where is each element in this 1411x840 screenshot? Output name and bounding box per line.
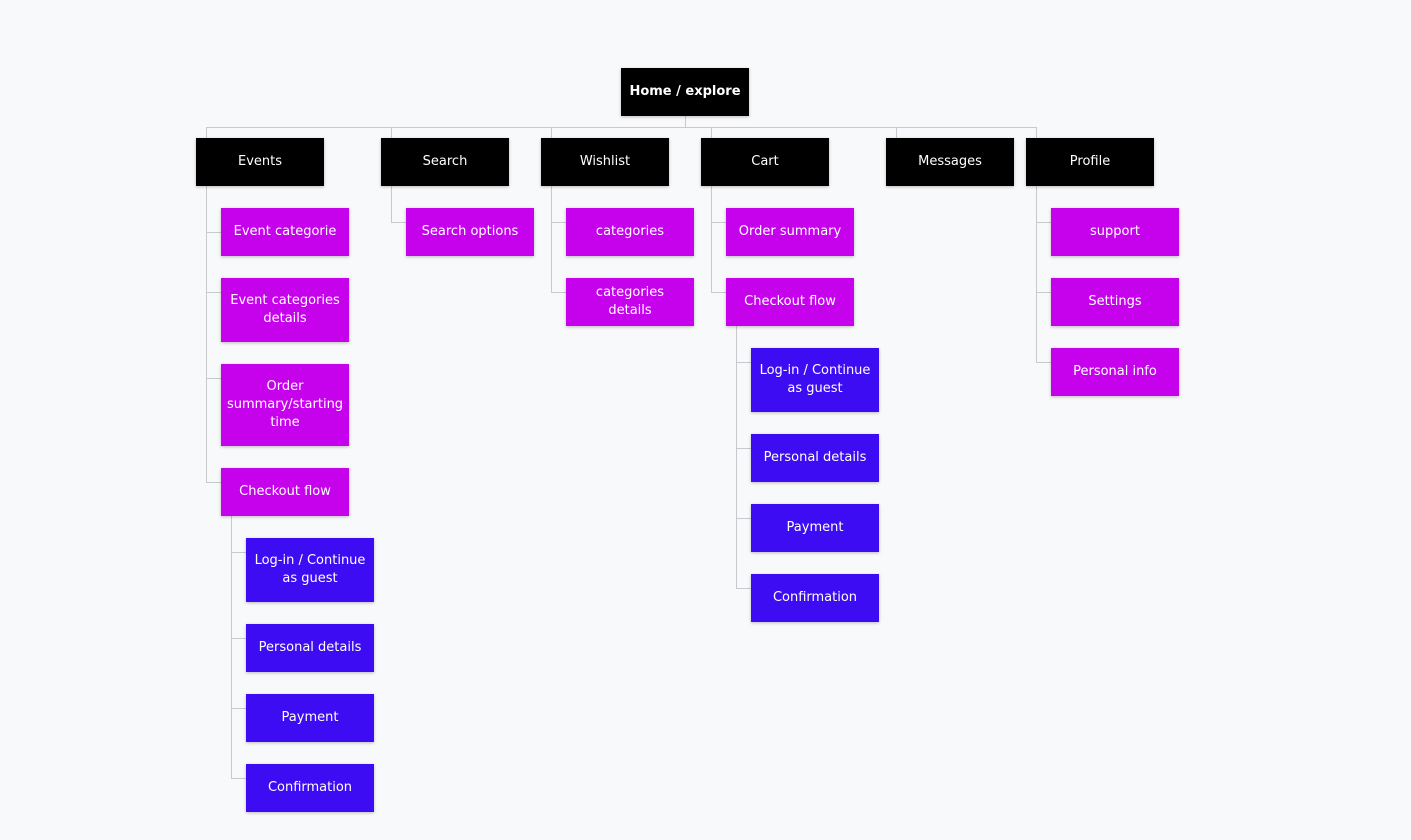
section-label: Search [422,154,468,169]
step-cart-personal-details[interactable]: Personal details [751,434,879,482]
connector-line [206,127,1036,128]
page-label: categories details [595,285,665,318]
connector-line [206,186,207,483]
page-label: Search options [421,224,519,239]
section-cart[interactable]: Cart [701,138,829,186]
connector-line [736,518,751,519]
step-cart-login[interactable]: Log-in / Continue as guest [751,348,879,412]
page-label: Event categorie [233,224,337,239]
connector-line [206,232,221,233]
section-label: Events [237,154,282,169]
root-node-label: Home / explore [629,84,741,99]
step-label: Personal details [258,640,362,655]
step-events-personal-details[interactable]: Personal details [246,624,374,672]
page-label: Checkout flow [744,294,836,309]
connector-line [711,186,712,293]
page-label: Settings [1088,294,1142,309]
step-label: Payment [786,520,844,535]
page-order-summary[interactable]: Order summary [726,208,854,256]
step-cart-payment[interactable]: Payment [751,504,879,552]
connector-line [736,326,737,589]
page-cart-checkout-flow[interactable]: Checkout flow [726,278,854,326]
page-settings[interactable]: Settings [1051,278,1179,326]
page-categories[interactable]: categories [566,208,694,256]
section-label: Messages [918,154,982,169]
connector-line [391,222,406,223]
connector-line [551,222,566,223]
page-event-categories-details[interactable]: Event categories details [221,278,349,342]
connector-line [206,292,221,293]
connector-line [231,516,232,779]
connector-line [551,186,552,293]
page-events-checkout-flow[interactable]: Checkout flow [221,468,349,516]
connector-line [736,588,751,589]
connector-line [711,292,726,293]
connector-line [231,778,246,779]
connector-line [1036,127,1037,138]
section-messages[interactable]: Messages [886,138,1014,186]
page-categories-details[interactable]: categories details [566,278,694,326]
connector-line [206,378,221,379]
page-personal-info[interactable]: Personal info [1051,348,1179,396]
connector-line [1036,292,1051,293]
connector-line [231,708,246,709]
step-label: Confirmation [267,780,353,795]
connector-line [391,127,392,138]
connector-line [736,448,751,449]
section-profile[interactable]: Profile [1026,138,1154,186]
step-events-confirmation[interactable]: Confirmation [246,764,374,812]
section-label: Cart [751,154,779,169]
section-events[interactable]: Events [196,138,324,186]
page-label: Order summary/starting time [226,379,344,430]
page-event-categorie[interactable]: Event categorie [221,208,349,256]
connector-line [736,362,751,363]
page-search-options[interactable]: Search options [406,208,534,256]
connector-line [1036,362,1051,363]
connector-line [206,482,221,483]
page-order-summary-starting-time[interactable]: Order summary/starting time [221,364,349,446]
section-label: Wishlist [579,154,631,169]
page-label: Order summary [738,224,842,239]
page-label: Personal info [1073,364,1157,379]
connector-line [711,222,726,223]
connector-line [391,186,392,223]
root-node-home[interactable]: Home / explore [621,68,749,116]
connector-line [206,127,207,138]
step-cart-confirmation[interactable]: Confirmation [751,574,879,622]
page-label: Event categories details [230,293,340,326]
connector-line [711,127,712,138]
step-label: Personal details [763,450,867,465]
connector-line [896,127,897,138]
connector-line [231,552,246,553]
step-label: Log-in / Continue as guest [759,363,871,396]
connector-line [551,127,552,138]
page-label: Checkout flow [239,484,331,499]
page-support[interactable]: support [1051,208,1179,256]
step-label: Log-in / Continue as guest [254,553,366,586]
step-events-payment[interactable]: Payment [246,694,374,742]
page-label: support [1090,224,1140,239]
page-label: categories [595,224,665,239]
step-events-login[interactable]: Log-in / Continue as guest [246,538,374,602]
section-wishlist[interactable]: Wishlist [541,138,669,186]
section-search[interactable]: Search [381,138,509,186]
connector-line [685,116,686,128]
connector-line [231,638,246,639]
connector-line [1036,186,1037,363]
connector-line [551,292,566,293]
section-label: Profile [1069,154,1111,169]
connector-line [1036,222,1051,223]
step-label: Confirmation [772,590,858,605]
step-label: Payment [281,710,339,725]
